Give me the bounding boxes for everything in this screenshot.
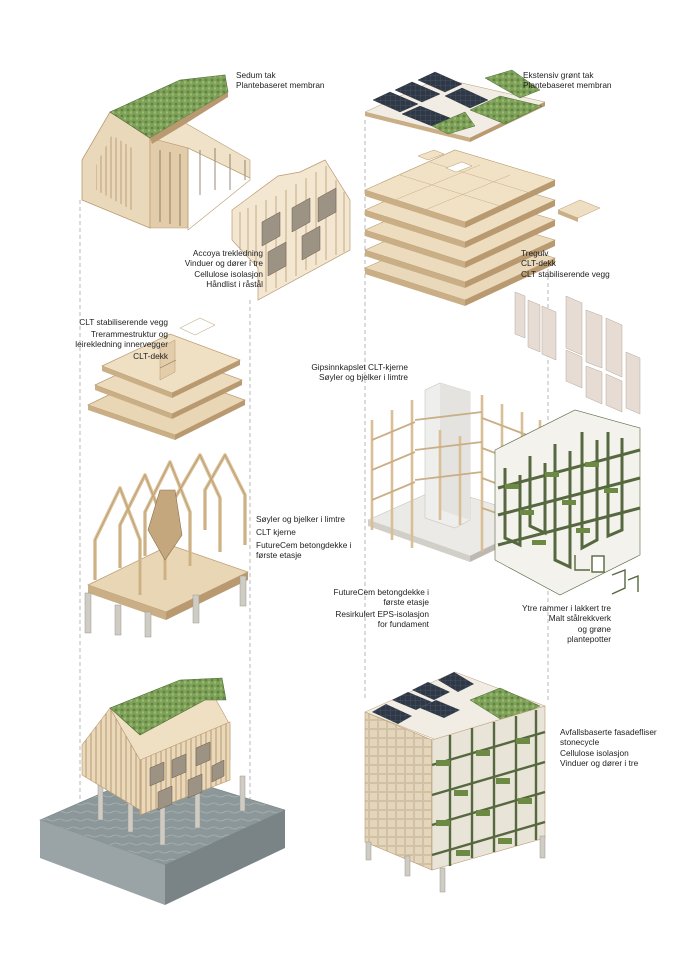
label-left-clt-deck: CLT-dekk (133, 351, 168, 361)
right-clt-walls (514, 291, 641, 415)
label-left-glulam: Søyler og bjelker i limtre (256, 514, 345, 524)
left-roof-module (81, 74, 251, 231)
left-clt-decks (87, 317, 246, 440)
alignment-lines (79, 120, 549, 815)
left-final-building (39, 677, 286, 905)
right-final-building (364, 671, 546, 893)
right-roof-module (364, 69, 546, 142)
left-facade-module (231, 159, 351, 301)
label-left-core: CLT kjerne (256, 527, 296, 537)
label-left-clt-wall: CLT stabiliserende vegg (79, 317, 168, 327)
left-timber-structure (84, 453, 249, 638)
right-outer-frames (494, 409, 641, 596)
right-clt-slabs (364, 149, 601, 306)
